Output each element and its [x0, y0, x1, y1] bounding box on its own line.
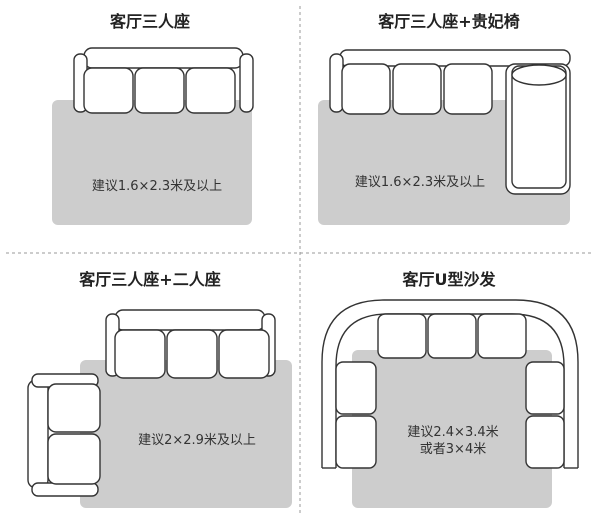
panel-title: 客厅三人座: [110, 12, 190, 31]
three-seat-sofa: [73, 47, 254, 114]
sofa-with-chaise: [329, 49, 571, 195]
u-shaped-sofa: [321, 299, 579, 469]
panel-three-seat: 客厅三人座 建议1.6×2.3米及以上: [52, 12, 254, 225]
rug: [52, 100, 252, 225]
three-seat-sofa: [105, 309, 276, 379]
rug: [80, 360, 292, 508]
two-seat-sofa: [27, 373, 101, 497]
panel-title: 客厅三人座+贵妃椅: [378, 12, 519, 31]
panel-title: 客厅U型沙发: [403, 270, 497, 289]
panel-u-shaped: 客厅U型沙发 建议2.4×3.4米 或者3×4米: [321, 270, 579, 508]
size-note-alt: 或者3×4米: [420, 442, 486, 457]
panel-three-seat-chaise: 客厅三人座+贵妃椅 建议1.6×2.3米及以上: [318, 12, 571, 225]
size-note: 建议2×2.9米及以上: [138, 433, 256, 448]
panel-three-plus-two-seat: 客厅三人座+二人座 建议2×2.9米及以上: [27, 270, 292, 508]
size-note: 建议1.6×2.3米及以上: [355, 175, 485, 190]
size-note: 建议2.4×3.4米: [407, 425, 498, 440]
panel-title: 客厅三人座+二人座: [79, 270, 220, 289]
rug: [352, 350, 552, 508]
size-note: 建议1.6×2.3米及以上: [92, 179, 222, 194]
